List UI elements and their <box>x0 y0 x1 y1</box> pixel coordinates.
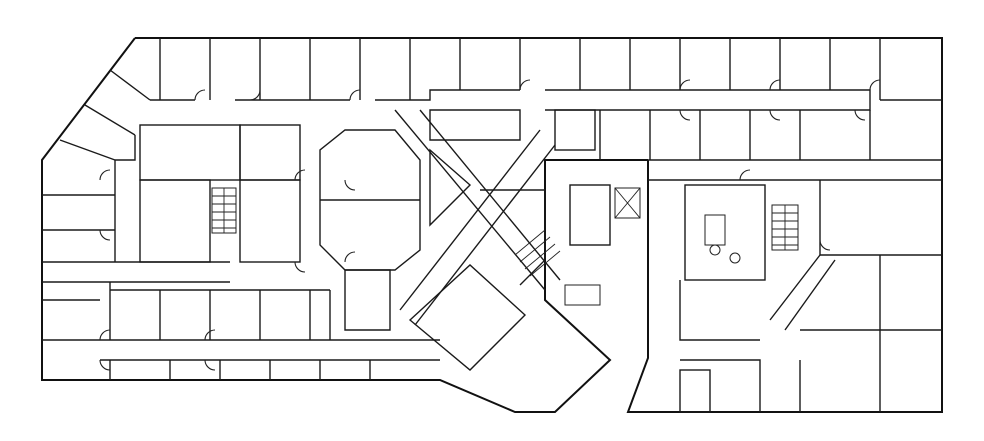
core-area <box>554 109 641 306</box>
stairs-central <box>514 229 561 277</box>
door-swings <box>99 79 881 371</box>
central-rooms <box>319 129 546 371</box>
west-wing-rooms <box>42 38 461 380</box>
stairs-west <box>211 187 237 234</box>
diagonal-corridors <box>394 109 561 326</box>
east-wing-rooms <box>519 38 942 413</box>
stairs-east <box>771 204 799 251</box>
